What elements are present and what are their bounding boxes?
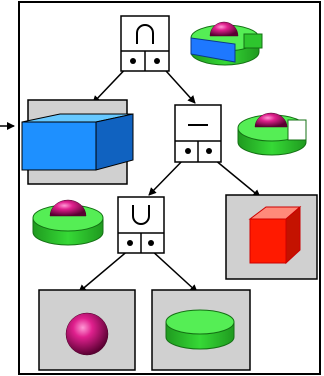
leaf-cube: [225, 194, 318, 280]
edge-union-cylinder: [149, 248, 198, 293]
operator-node-intersection: [120, 15, 170, 72]
result-difference-shape: [237, 112, 307, 156]
result-intersection-shape: [190, 21, 263, 66]
operator-node-difference: [174, 104, 222, 163]
intersection-symbol-icon: [136, 24, 154, 44]
union-symbol-icon: [132, 205, 150, 225]
outer-frame: [18, 1, 321, 375]
leaf-sphere: [38, 289, 136, 371]
result-union-shape: [32, 199, 104, 246]
leaf-cylinder: [151, 289, 251, 371]
edge-union-sphere: [78, 248, 131, 293]
leaf-box: [21, 99, 134, 185]
operator-node-union: [117, 196, 165, 254]
